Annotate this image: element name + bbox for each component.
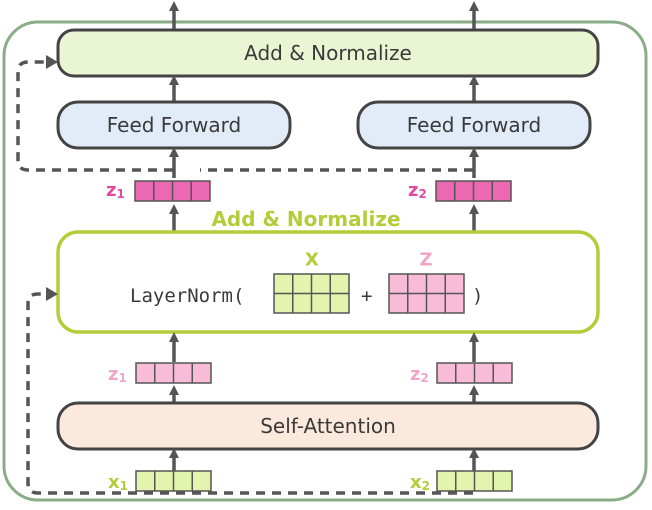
dashed-residual-arrow-icon bbox=[26, 292, 473, 495]
add-normalize-middle-label: Add & Normalize bbox=[211, 207, 400, 231]
encoder-outline bbox=[2, 20, 648, 502]
arrowhead-icon bbox=[46, 55, 58, 69]
add-normalize-top-box bbox=[56, 28, 600, 78]
output-arrows bbox=[169, 1, 479, 32]
dashed-residual-arrow-icon bbox=[16, 60, 173, 172]
x1-vector: x1 bbox=[108, 470, 212, 494]
self-attention-box bbox=[56, 401, 600, 451]
z2-light-label: z2 bbox=[410, 364, 429, 386]
layernorm-prefix: LayerNorm( bbox=[130, 285, 244, 307]
arrowhead-icon bbox=[46, 287, 58, 301]
layernorm-plus: + bbox=[361, 285, 372, 307]
z1-dark-label: z1 bbox=[106, 180, 125, 202]
feed-forward-left-label: Feed Forward bbox=[107, 113, 242, 137]
self-attention-label: Self-Attention bbox=[260, 414, 396, 438]
z2-light-vector: z2 bbox=[410, 362, 513, 386]
layernorm-z-matrix bbox=[388, 273, 465, 314]
layernorm-x-matrix bbox=[273, 273, 350, 314]
z1-light-label: z1 bbox=[108, 364, 127, 386]
x2-label: x2 bbox=[410, 472, 430, 494]
x2-vector: x2 bbox=[410, 470, 513, 494]
layernorm-z-label: Z bbox=[419, 250, 432, 271]
z2-dark-label: z2 bbox=[408, 180, 427, 202]
feed-forward-right-label: Feed Forward bbox=[407, 113, 542, 137]
z2-dark-vector: z2 bbox=[408, 180, 512, 202]
x1-label: x1 bbox=[108, 472, 128, 494]
z1-light-vector: z1 bbox=[108, 362, 212, 386]
z1-dark-vector: z1 bbox=[106, 180, 211, 202]
add-normalize-top-label: Add & Normalize bbox=[244, 41, 412, 65]
layernorm-x-label: X bbox=[305, 250, 319, 271]
layernorm-suffix: ) bbox=[472, 285, 483, 307]
